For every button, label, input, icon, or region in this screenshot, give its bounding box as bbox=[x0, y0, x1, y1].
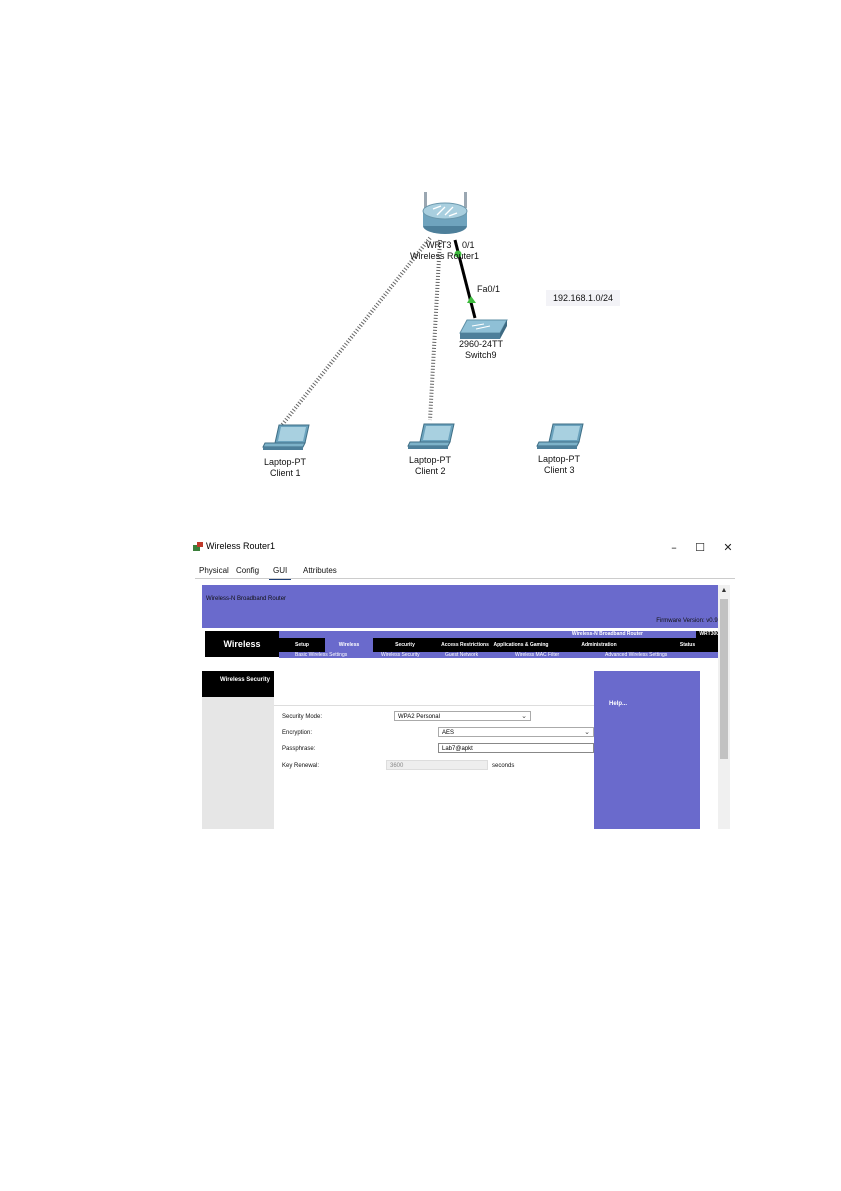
scroll-up-icon[interactable]: ▲ bbox=[720, 587, 728, 594]
maximize-button[interactable]: ☐ bbox=[695, 541, 705, 554]
laptop-icon-client3[interactable] bbox=[536, 423, 584, 449]
security-mode-select[interactable]: WPA2 Personal ⌄ bbox=[394, 711, 531, 721]
nav-wireless[interactable]: Wireless bbox=[325, 638, 373, 652]
chevron-down-icon: ⌄ bbox=[584, 729, 590, 736]
router-web-page: Wireless-N Broadband Router Firmware Ver… bbox=[202, 585, 728, 829]
topology-canvas bbox=[262, 192, 584, 450]
encryption-label: Encryption: bbox=[282, 730, 313, 736]
nav-security[interactable]: Security bbox=[395, 642, 415, 648]
key-renewal-unit: seconds bbox=[492, 763, 515, 769]
subnav-advanced-wireless[interactable]: Advanced Wireless Settings bbox=[605, 652, 668, 658]
tab-physical[interactable]: Physical bbox=[199, 566, 229, 575]
client2-name-label: Client 2 bbox=[415, 466, 446, 476]
form-divider bbox=[274, 705, 594, 706]
nav-access-restrictions[interactable]: Access Restrictions bbox=[441, 642, 489, 648]
product-name: Wireless-N Broadband Router bbox=[571, 631, 643, 637]
switch-model-label: 2960-24TT bbox=[459, 339, 504, 349]
nav-status[interactable]: Status bbox=[679, 642, 696, 648]
router-model-label: WRT3 bbox=[426, 240, 452, 250]
vertical-scrollbar[interactable]: ▲ bbox=[718, 585, 730, 829]
security-mode-value: WPA2 Personal bbox=[398, 714, 440, 720]
client3-model-label: Laptop-PT bbox=[538, 454, 581, 464]
wireless-link-client1 bbox=[280, 236, 432, 427]
tab-divider bbox=[195, 578, 735, 579]
window-title: Wireless Router1 bbox=[206, 541, 276, 551]
router-config-window: Wireless Router1 – ☐ ✕ Physical Config G… bbox=[185, 534, 742, 830]
main-nav: Setup Wireless Security Access Restricti… bbox=[279, 638, 726, 652]
encryption-select[interactable]: AES ⌄ bbox=[438, 727, 594, 737]
switch-icon[interactable] bbox=[459, 319, 508, 339]
link-status-triangle-switch bbox=[467, 296, 476, 303]
router-nav-area: Wireless Wireless-N Broadband Router WRT… bbox=[202, 628, 728, 664]
minimize-button[interactable]: – bbox=[671, 541, 677, 554]
router-header-title: Wireless-N Broadband Router bbox=[206, 596, 287, 602]
subnav-mac-filter[interactable]: Wireless MAC Filter bbox=[515, 652, 560, 658]
app-icon bbox=[193, 542, 203, 551]
nav-administration[interactable]: Administration bbox=[581, 642, 617, 648]
subnav-wireless-security[interactable]: Wireless Security bbox=[381, 652, 420, 658]
passphrase-label: Passphrase: bbox=[282, 746, 316, 752]
sub-nav: Basic Wireless Settings Wireless Securit… bbox=[279, 652, 726, 658]
title-bar[interactable]: Wireless Router1 – ☐ ✕ bbox=[186, 535, 741, 561]
client3-name-label: Client 3 bbox=[544, 465, 575, 475]
product-bar: Wireless-N Broadband Router bbox=[279, 631, 696, 638]
nav-applications-gaming[interactable]: Applications & Gaming bbox=[493, 642, 549, 648]
router-icon[interactable] bbox=[422, 192, 468, 234]
help-link[interactable]: Help... bbox=[609, 701, 628, 707]
router-name-label: Wireless Router1 bbox=[410, 251, 480, 261]
encryption-value: AES bbox=[442, 730, 455, 736]
security-form: Security Mode: WPA2 Personal ⌄ Encryptio… bbox=[274, 671, 594, 829]
wireless-link-client2 bbox=[428, 239, 442, 421]
left-column: Wireless Security bbox=[202, 671, 274, 829]
section-title: Wireless bbox=[205, 631, 279, 657]
client1-model-label: Laptop-PT bbox=[264, 457, 307, 467]
tab-attributes[interactable]: Attributes bbox=[303, 566, 337, 575]
passphrase-input[interactable]: Lab7@apkt bbox=[438, 743, 594, 753]
tab-gui[interactable]: GUI bbox=[269, 565, 292, 580]
security-mode-label: Security Mode: bbox=[282, 714, 323, 720]
close-button[interactable]: ✕ bbox=[723, 541, 733, 554]
chevron-down-icon: ⌄ bbox=[521, 713, 527, 720]
router-header: Wireless-N Broadband Router Firmware Ver… bbox=[202, 585, 728, 628]
link-status-dot-router bbox=[454, 250, 462, 258]
left-section-title: Wireless Security bbox=[202, 671, 274, 697]
scroll-thumb[interactable] bbox=[720, 599, 728, 759]
nav-setup[interactable]: Setup bbox=[295, 642, 309, 648]
help-panel: Help... bbox=[594, 671, 700, 829]
switch-name-label: Switch9 bbox=[465, 350, 497, 360]
laptop-icon-client2[interactable] bbox=[407, 423, 455, 449]
client1-name-label: Client 1 bbox=[270, 468, 301, 478]
network-address-label: 192.168.1.0/24 bbox=[546, 290, 620, 306]
network-topology: WRT3 0/1 Wireless Router1 Fa0/1 192.168.… bbox=[0, 0, 841, 500]
subnav-guest-network[interactable]: Guest Network bbox=[445, 652, 479, 658]
subnav-basic-wireless[interactable]: Basic Wireless Settings bbox=[295, 652, 348, 658]
key-renewal-input[interactable]: 3600 bbox=[386, 760, 488, 770]
tab-config[interactable]: Config bbox=[236, 566, 260, 575]
model-badge: WRT300N bbox=[696, 631, 726, 638]
firmware-version: Firmware Version: v0.93.3 bbox=[656, 618, 726, 624]
laptop-icon-client1[interactable] bbox=[262, 424, 310, 450]
key-renewal-label: Key Renewal: bbox=[282, 763, 320, 769]
switch-port-label: Fa0/1 bbox=[477, 284, 501, 294]
router-port-label: 0/1 bbox=[462, 240, 475, 250]
client2-model-label: Laptop-PT bbox=[409, 455, 452, 465]
